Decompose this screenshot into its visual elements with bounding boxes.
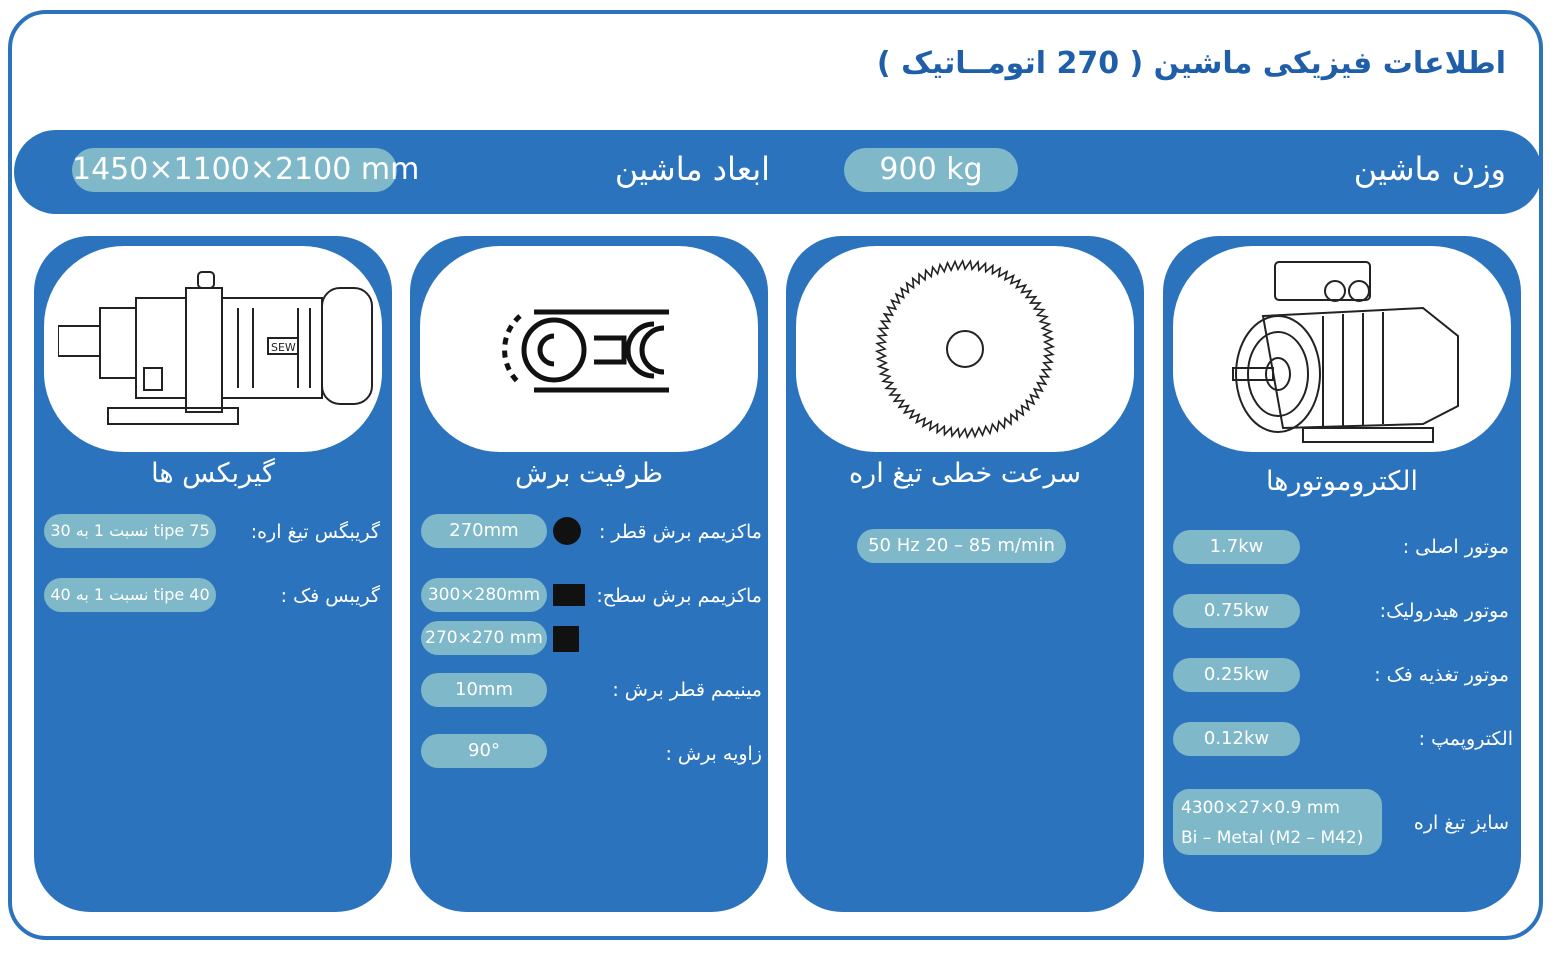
blade-size-label: سایز تیغ اره [1413,812,1509,834]
dims-value: 1450×1100×2100 mm [72,148,419,192]
pump-label: الکتروپمپ : [1418,728,1513,750]
blade-size-line1: 4300×27×0.9 mm [1181,798,1340,818]
blade-gearbox-value: tipe 75 نسبت 1 به 30 [44,514,216,548]
jaw-gearbox-value: tipe 40 نسبت 1 به 40 [44,578,216,612]
cutting-capacity-icon [502,309,669,393]
weight-value: 900 kg [844,148,1018,192]
gearbox-image-panel: SEW [44,246,382,452]
gearbox-brand-text: SEW [271,341,296,354]
speed-value: 50 Hz 20 – 85 m/min [857,529,1066,563]
motor-feed-value: 0.25kw [1173,658,1300,692]
capacity-image-panel [420,246,758,452]
dims-label: ابعاد ماشین [614,150,770,188]
cut-angle-label: زاویه برش : [665,743,762,765]
card-electromotors: الکتروموتورها موتور اصلی : 1.7kw موتور ه… [1163,236,1521,912]
motor-feed-label: موتور تغذیه فک : [1374,664,1509,686]
max-diameter-value: 270mm [421,514,547,548]
saw-blade-panel [796,246,1134,452]
card-blade-speed: سرعت خطی تیغ اره 50 Hz 20 – 85 m/min [786,236,1144,912]
square-section-icon [553,626,579,652]
square-section-value: 270×270 mm [421,621,547,655]
motor-main-value: 1.7kw [1173,530,1300,564]
capacity-title: ظرفیت برش [515,458,663,489]
motors-title: الکتروموتورها [1265,466,1419,497]
max-section-value: 300×280mm [421,578,547,612]
round-section-icon [553,517,581,545]
motor-main-label: موتور اصلی : [1402,536,1509,558]
max-diameter-label: ماکزیمم برش قطر : [598,521,762,543]
weight-label: وزن ماشین [1353,150,1506,188]
gearbox-title: گیربکس ها [151,458,275,489]
cut-angle-value: 90° [421,734,547,768]
blade-size-value: 4300×27×0.9 mm Bi – Metal (M2 – M42) [1173,789,1382,855]
page-title: اطلاعات فیزیکی ماشین ( 270 اتومــاتیک ) [876,46,1506,81]
jaw-gearbox-label: گریبس فک : [280,585,380,607]
rect-section-icon [553,584,585,606]
speed-title: سرعت خطی تیغ اره [849,458,1081,489]
blade-size-line2: Bi – Metal (M2 – M42) [1181,828,1364,848]
motor-hydraulic-value: 0.75kw [1173,594,1300,628]
motor-hydraulic-label: موتور هیدرولیک: [1379,600,1509,622]
saw-teeth [875,259,1055,439]
card-cutting-capacity: ظرفیت برش ماکزیمم برش قطر : 270mm ماکزیم… [410,236,768,912]
min-diameter-value: 10mm [421,673,547,707]
electric-motor-icon [1232,261,1459,443]
max-section-label: ماکزیمم برش سطح: [596,585,762,607]
pump-value: 0.12kw [1173,722,1300,756]
min-diameter-label: مینیمم قطر برش : [612,679,762,701]
motor-image-panel [1173,246,1511,452]
saw-blade-icon [875,259,1055,439]
card-gearboxes: SEW گیربکس ها گریبگس تیغ اره: tipe 75 نس… [34,236,392,912]
blade-gearbox-label: گریبگس تیغ اره: [250,521,380,543]
gearbox-icon: SEW [58,271,373,425]
